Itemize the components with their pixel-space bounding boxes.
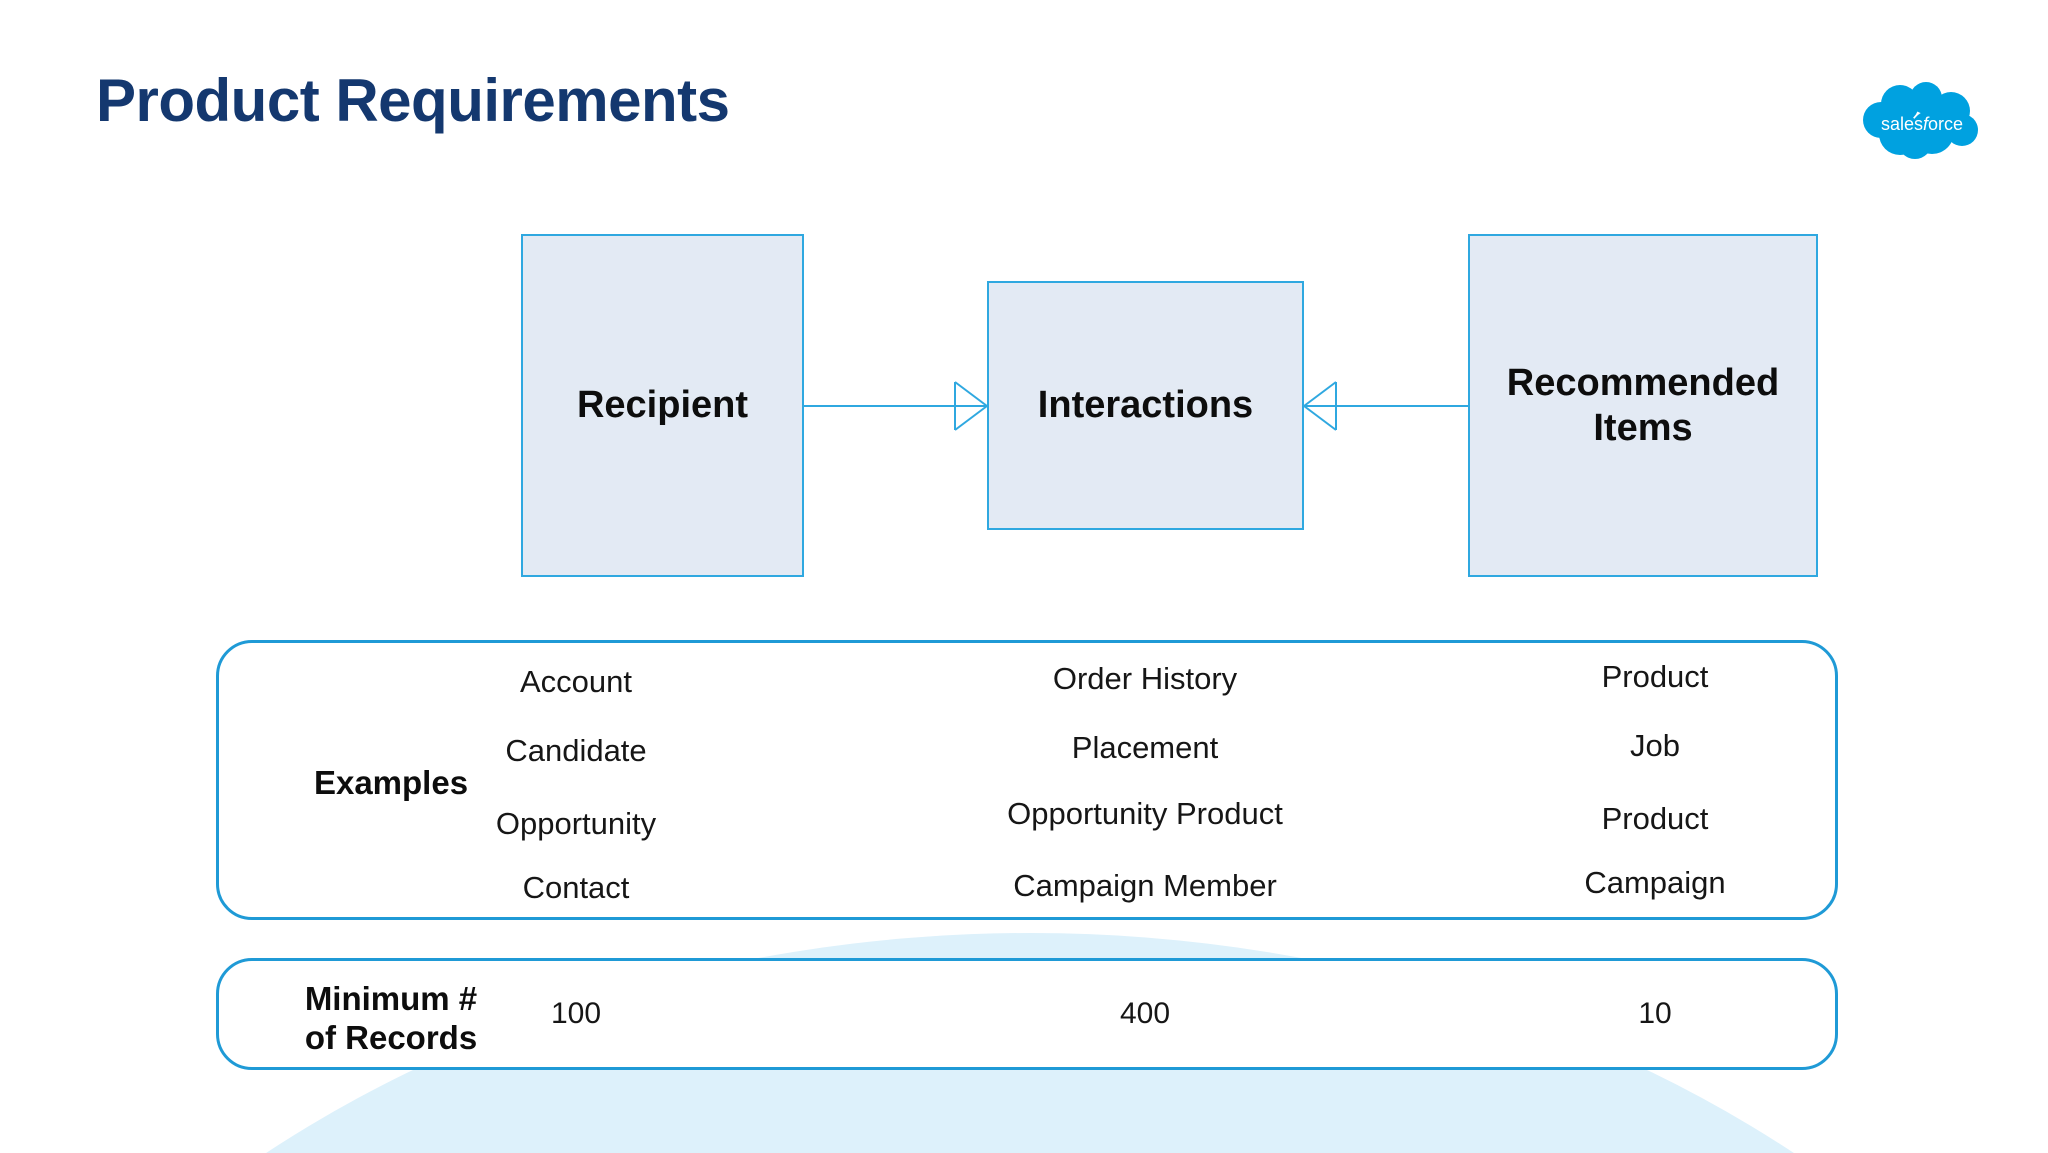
entity-box-recipient[interactable]: Recipient bbox=[521, 234, 804, 577]
page-title: Product Requirements bbox=[96, 67, 730, 134]
example-interactions-1: Order History bbox=[1052, 661, 1238, 696]
salesforce-cloud-logo: salesforce bbox=[1860, 78, 1984, 162]
example-interactions-3: Opportunity Product bbox=[1007, 796, 1283, 831]
examples-panel bbox=[216, 640, 1838, 920]
example-recommended-1: Product bbox=[1601, 659, 1709, 694]
example-recipient-3: Opportunity bbox=[495, 806, 657, 841]
example-recommended-3: Product bbox=[1601, 801, 1709, 836]
example-recommended-4: Campaign bbox=[1584, 865, 1726, 900]
entity-label-recipient: Recipient bbox=[576, 384, 749, 427]
entity-label-recommended-items: Recommended Items bbox=[1506, 361, 1780, 449]
minimum-records-row-label: Minimum # of Records bbox=[216, 980, 566, 1058]
minimum-records-label-line1: Minimum # bbox=[304, 980, 478, 1017]
minimum-records-interactions: 400 bbox=[1119, 997, 1171, 1030]
svg-text:salesforce: salesforce bbox=[1881, 114, 1963, 134]
entity-box-interactions[interactable]: Interactions bbox=[987, 281, 1304, 530]
entity-box-recommended-items[interactable]: Recommended Items bbox=[1468, 234, 1818, 577]
examples-row-label: Examples bbox=[313, 764, 469, 801]
example-interactions-4: Campaign Member bbox=[1013, 868, 1277, 903]
entity-label-interactions: Interactions bbox=[1037, 384, 1254, 427]
minimum-records-recipient: 100 bbox=[550, 997, 602, 1030]
example-recipient-4: Contact bbox=[522, 870, 630, 905]
minimum-records-label-line2: of Records bbox=[304, 1018, 478, 1056]
example-recipient-1: Account bbox=[519, 664, 632, 699]
minimum-records-recommended: 10 bbox=[1638, 997, 1672, 1030]
example-recommended-2: Job bbox=[1630, 728, 1680, 763]
minimum-records-panel bbox=[216, 958, 1838, 1070]
example-recipient-2: Candidate bbox=[505, 733, 647, 768]
example-interactions-2: Placement bbox=[1071, 730, 1219, 765]
